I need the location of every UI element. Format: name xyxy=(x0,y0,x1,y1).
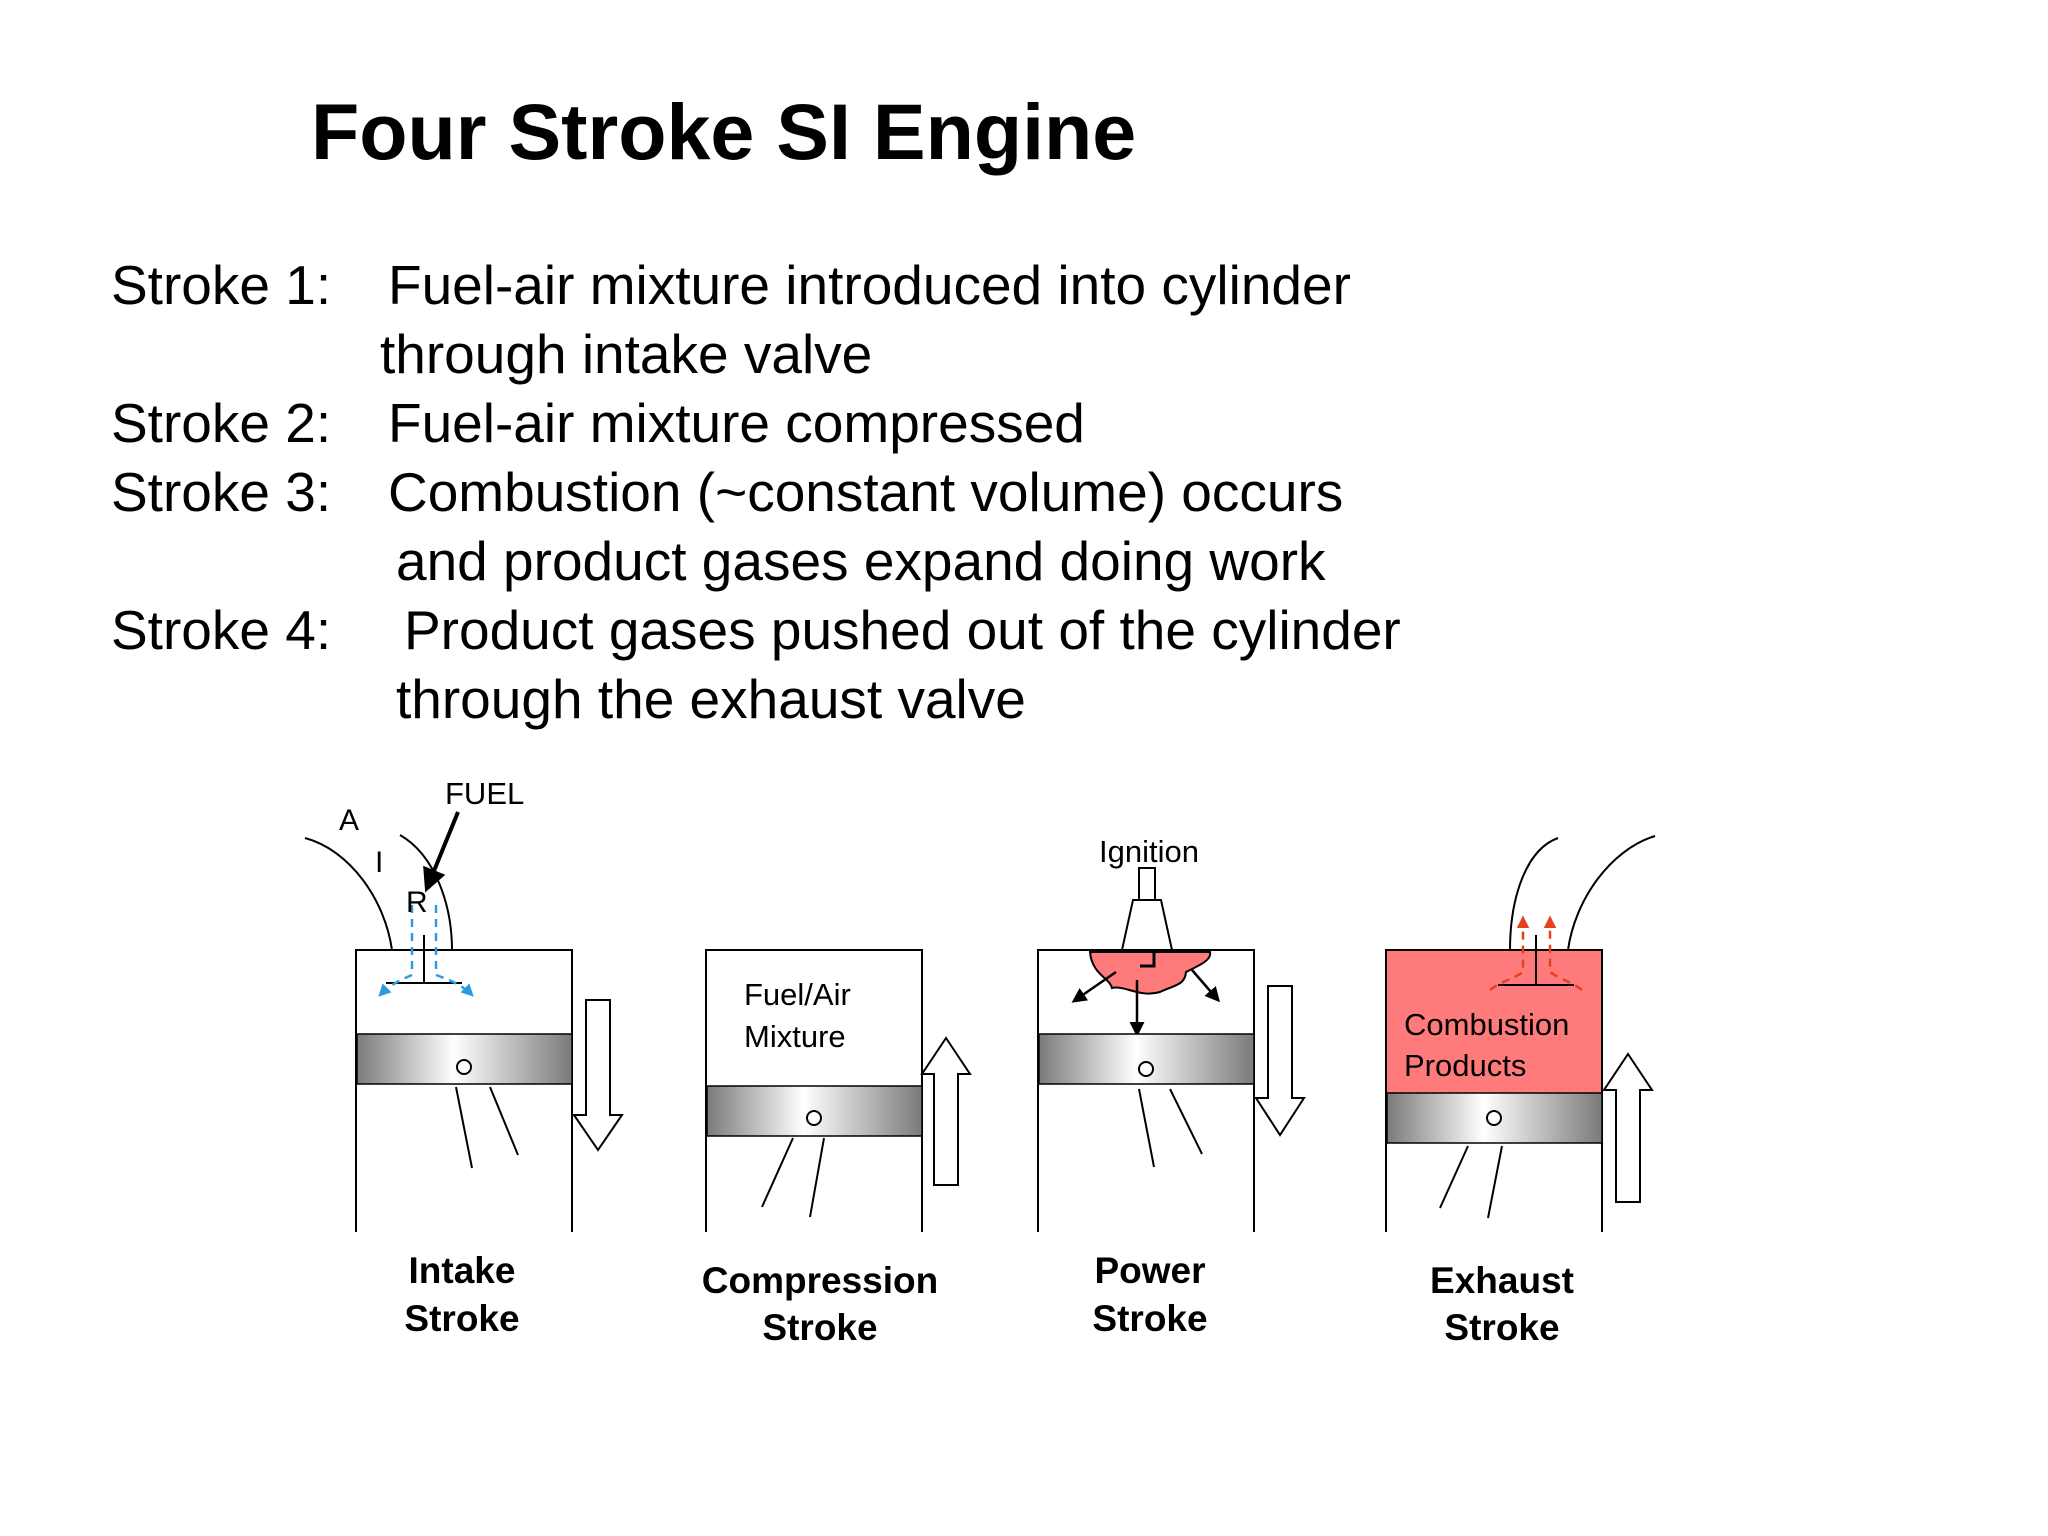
intake-connecting-rod-right xyxy=(489,1086,519,1156)
exhaust-port-inner-wall xyxy=(1509,837,1559,951)
products-label-line-1: Combustion xyxy=(1404,1007,1569,1042)
exhaust-cylinder xyxy=(1385,949,1603,1232)
exhaust-piston-pin xyxy=(1486,1110,1502,1126)
exhaust-stroke-diagram: Combustion Products Exhaust Stroke xyxy=(1385,835,1656,1348)
mixture-label-line-1: Fuel/Air xyxy=(744,977,851,1012)
stroke-4-text-line-2: through the exhaust valve xyxy=(396,668,1026,730)
exhaust-caption-line-1: Exhaust xyxy=(1430,1260,1574,1301)
exhaust-flow-left xyxy=(1489,915,1530,991)
compression-connecting-rod-left xyxy=(761,1137,794,1208)
stroke-list: Stroke 1: Fuel-air mixture introduced in… xyxy=(0,0,2048,760)
spark-plug-body xyxy=(1120,899,1174,951)
intake-motion-arrow-down xyxy=(572,999,624,1152)
intake-flow-left xyxy=(378,905,414,997)
compression-caption-line-2: Stroke xyxy=(762,1307,877,1348)
intake-connecting-rod-left xyxy=(455,1086,473,1169)
slide-title: Four Stroke SI Engine xyxy=(311,87,1137,176)
compression-piston xyxy=(706,1085,923,1137)
exhaust-flow-right xyxy=(1543,915,1583,991)
stroke-2-text-line-1: Fuel-air mixture compressed xyxy=(388,392,1085,454)
air-letter-r: R xyxy=(406,886,428,919)
flame-front xyxy=(1088,951,1212,995)
ignition-label: Ignition xyxy=(1099,834,1199,869)
power-motion-arrow-down xyxy=(1254,985,1306,1137)
spark-electrode xyxy=(1140,952,1156,968)
intake-port-outer-wall xyxy=(304,837,393,951)
exhaust-connecting-rod-left xyxy=(1439,1145,1469,1209)
power-connecting-rod-left xyxy=(1138,1088,1155,1168)
stroke-4-label: Stroke 4: xyxy=(111,599,332,661)
expansion-arrow-left xyxy=(1071,970,1117,1003)
intake-flow-right xyxy=(434,905,474,997)
spark-plug-terminal xyxy=(1138,867,1156,901)
intake-caption-line-1: Intake xyxy=(409,1250,516,1291)
mixture-label-line-2: Mixture xyxy=(744,1019,846,1054)
stroke-3-text-line-2: and product gases expand doing work xyxy=(396,530,1326,592)
compression-connecting-rod-right xyxy=(809,1137,825,1218)
power-connecting-rod-right xyxy=(1169,1088,1203,1155)
air-letter-i: I xyxy=(375,846,383,879)
exhaust-caption-line-2: Stroke xyxy=(1444,1307,1559,1348)
exhaust-motion-arrow-up xyxy=(1602,1052,1654,1203)
compression-caption-line-1: Compression xyxy=(702,1260,938,1301)
stroke-2-label: Stroke 2: xyxy=(111,392,332,454)
power-piston-pin xyxy=(1138,1061,1154,1077)
stroke-1-text-line-2: through intake valve xyxy=(380,323,873,385)
stroke-1-text-line-1: Fuel-air mixture introduced into cylinde… xyxy=(388,254,1351,316)
intake-cylinder xyxy=(355,949,573,1232)
intake-stroke-diagram: A I R FUEL Intake Stroke xyxy=(304,776,624,1339)
products-label-line-2: Products xyxy=(1404,1048,1526,1083)
stroke-4-text-line-1: Product gases pushed out of the cylinder xyxy=(404,599,1401,661)
compression-motion-arrow-up xyxy=(920,1036,972,1186)
intake-piston xyxy=(356,1033,573,1085)
power-stroke-diagram: Ignition Power Stroke xyxy=(1037,834,1306,1339)
exhaust-port-outer-wall xyxy=(1567,835,1656,951)
stroke-3-label: Stroke 3: xyxy=(111,461,332,523)
exhaust-connecting-rod-right xyxy=(1487,1145,1503,1219)
compression-piston-pin xyxy=(806,1110,822,1126)
intake-caption-line-2: Stroke xyxy=(404,1298,519,1339)
power-caption-line-1: Power xyxy=(1094,1250,1205,1291)
fuel-injection-arrow xyxy=(423,811,460,893)
air-letter-a: A xyxy=(339,804,359,837)
intake-piston-pin xyxy=(456,1059,472,1075)
stroke-1-label: Stroke 1: xyxy=(111,254,332,316)
expansion-arrow-right xyxy=(1191,969,1220,1003)
compression-stroke-diagram: Fuel/Air Mixture Compression Stroke xyxy=(702,949,972,1348)
power-caption-line-2: Stroke xyxy=(1092,1298,1207,1339)
fuel-label: FUEL xyxy=(445,776,524,811)
stroke-3-text-line-1: Combustion (~constant volume) occurs xyxy=(388,461,1344,523)
combustion-products-region xyxy=(1386,951,1602,1093)
